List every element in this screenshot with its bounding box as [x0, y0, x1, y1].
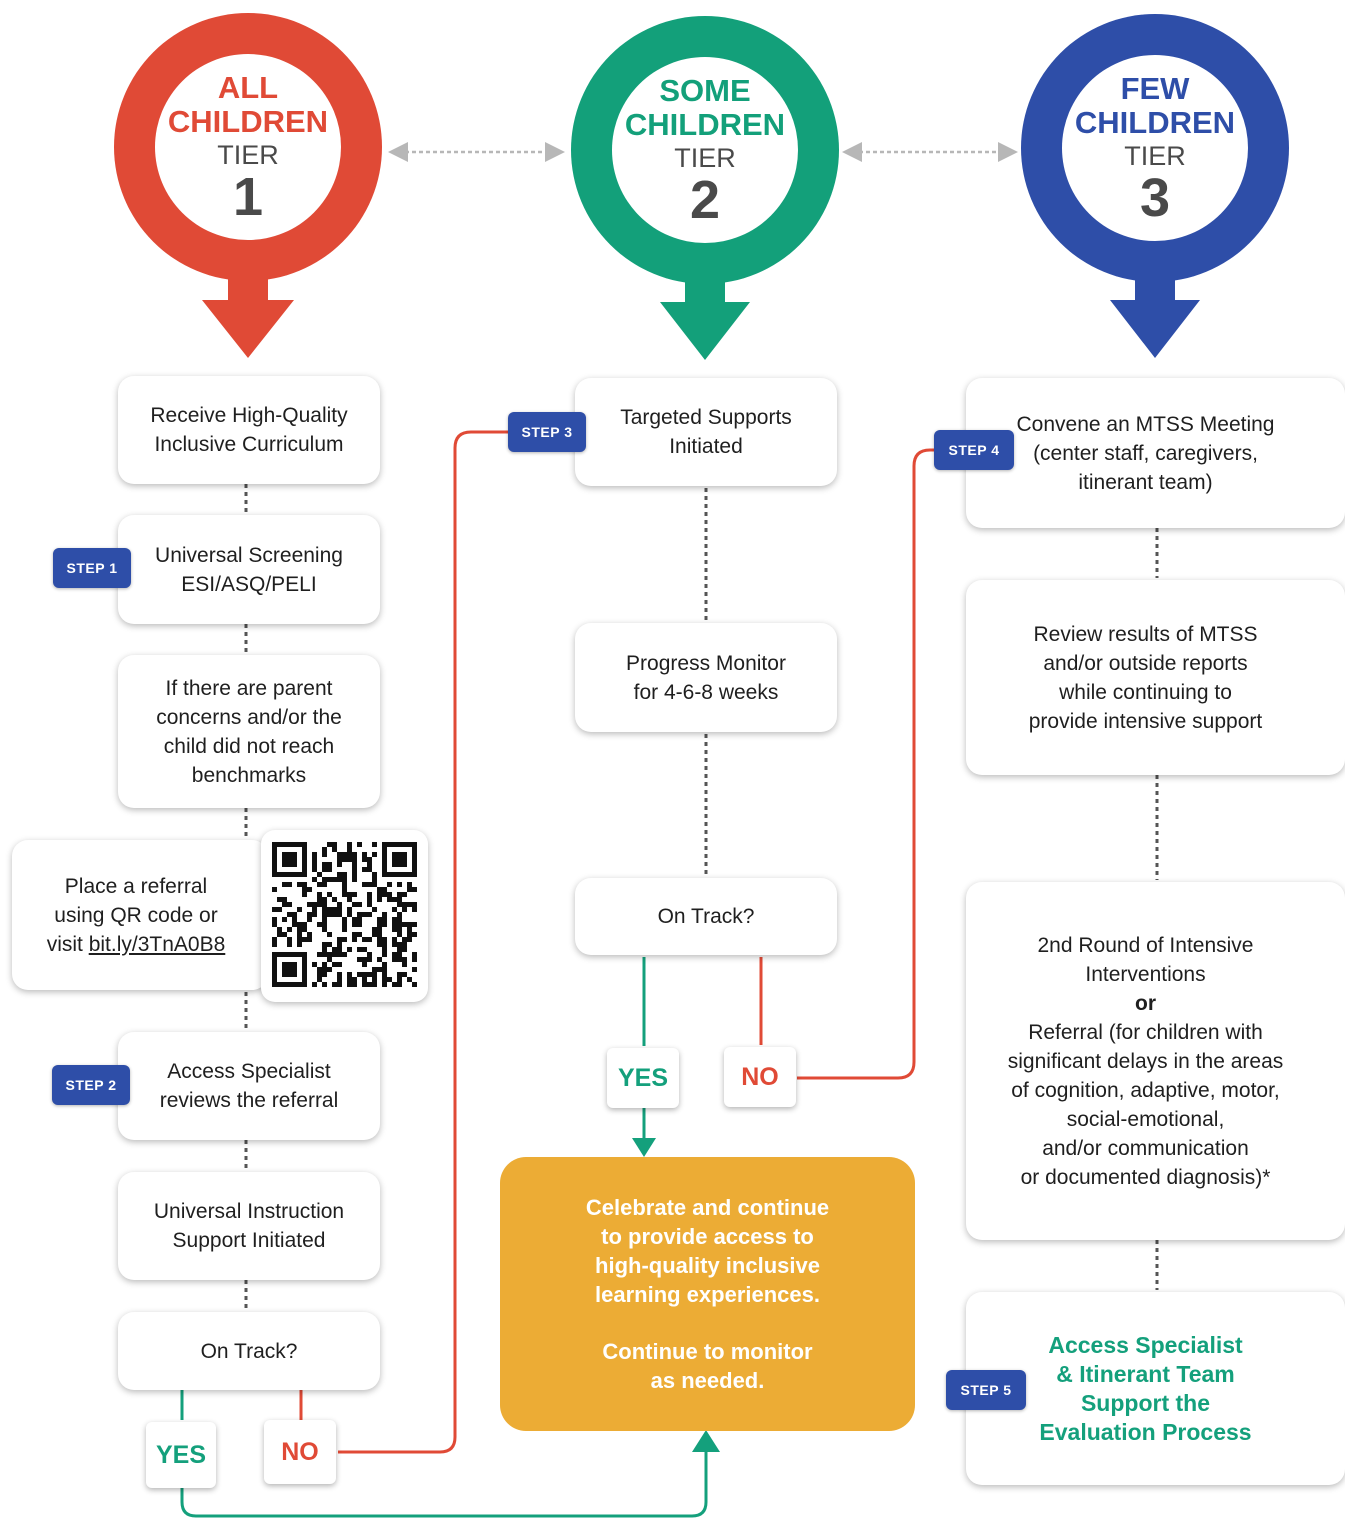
referral-box: Place a referral using QR code or visit …	[12, 840, 268, 990]
screening-line: ESI/ASQ/PELI	[181, 572, 317, 596]
instruction-line: Universal Instruction	[153, 1200, 345, 1223]
referral-detail-line: of cognition, adaptive, motor,	[1011, 1078, 1280, 1102]
tier1-number: 1	[232, 167, 264, 227]
targeted-line: Targeted Supports	[620, 406, 792, 429]
step1-badge: STEP 1	[53, 548, 131, 588]
step3-badge: STEP 3	[508, 412, 586, 452]
referral-link[interactable]: bit.ly/3TnA0B8	[88, 932, 226, 956]
tier2-number: 2	[689, 170, 721, 230]
referral-line: using QR code or	[54, 903, 218, 927]
tier1-on-track-box: On Track?	[118, 1312, 380, 1390]
review-line: Review results of MTSS	[1033, 622, 1258, 646]
tier2-badge: SOME CHILDREN TIER 2	[612, 57, 798, 243]
tier2-no-badge: NO	[724, 1047, 796, 1107]
tier2-line1: SOME	[659, 73, 751, 108]
curriculum-box: Receive High-Quality Inclusive Curriculu…	[118, 376, 380, 484]
targeted-line: Initiated	[669, 435, 743, 458]
tier3-line1: FEW	[1120, 71, 1190, 106]
celebrate-line: high-quality inclusive	[595, 1253, 820, 1278]
step5-badge: STEP 5	[946, 1370, 1026, 1410]
referral-visit-text: visit	[46, 932, 89, 956]
or-label: or	[1135, 991, 1156, 1015]
second-round-line: 2nd Round of Intensive	[1037, 933, 1254, 957]
screening-line: Universal Screening	[155, 543, 343, 567]
review-line: while continuing to	[1059, 680, 1232, 704]
monitor-line: for 4-6-8 weeks	[633, 680, 779, 704]
tier1-no-badge: NO	[264, 1420, 336, 1484]
tier1-badge: ALL CHILDREN TIER 1	[155, 54, 341, 240]
referral-detail-line: Referral (for children with	[1028, 1020, 1263, 1044]
evaluation-line: Access Specialist	[1048, 1331, 1243, 1358]
celebrate-box: Celebrate and continue to provide access…	[500, 1157, 915, 1431]
tier1-line1: ALL	[217, 70, 279, 105]
referral-visit-line: visit bit.ly/3TnA0B8	[47, 930, 226, 959]
concerns-line: concerns and/or the	[156, 705, 342, 729]
targeted-box: Targeted Supports Initiated	[575, 378, 837, 486]
monitor-note-line: as needed.	[650, 1368, 765, 1393]
on-track-label: On Track?	[657, 905, 755, 928]
celebrate-line: learning experiences.	[595, 1282, 820, 1307]
meeting-line: Convene an MTSS Meeting	[1016, 412, 1275, 436]
referral-detail-line: social-emotional,	[1066, 1107, 1225, 1131]
monitor-line: Progress Monitor	[626, 651, 786, 675]
meeting-line: itinerant team)	[1078, 470, 1213, 494]
instruction-box: Universal Instruction Support Initiated	[118, 1172, 380, 1280]
on-track-label: On Track?	[200, 1339, 298, 1363]
tier3-badge: FEW CHILDREN TIER 3	[1062, 55, 1248, 241]
evaluation-line: & Itinerant Team	[1056, 1360, 1235, 1387]
review-line: and/or outside reports	[1043, 651, 1248, 675]
curriculum-line: Receive High-Quality	[150, 404, 348, 427]
tier3-label: TIER	[1124, 141, 1186, 171]
tier2-yes-badge: YES	[607, 1048, 679, 1108]
referral-detail-line: and/or communication	[1042, 1136, 1249, 1160]
step2-badge: STEP 2	[52, 1065, 130, 1105]
instruction-line: Support Initiated	[172, 1229, 326, 1252]
screening-box: Universal Screening ESI/ASQ/PELI	[118, 515, 380, 624]
meeting-line: (center staff, caregivers,	[1033, 441, 1258, 465]
specialist-line: reviews the referral	[159, 1089, 339, 1112]
specialist-line: Access Specialist	[167, 1060, 331, 1083]
meeting-box: Convene an MTSS Meeting (center staff, c…	[966, 378, 1345, 528]
celebrate-line: to provide access to	[601, 1224, 814, 1249]
concerns-box: If there are parent concerns and/or the …	[118, 655, 380, 808]
curriculum-line: Inclusive Curriculum	[154, 433, 344, 456]
referral-line: Place a referral	[64, 874, 208, 898]
concerns-line: If there are parent	[165, 676, 333, 700]
second-round-box: 2nd Round of Intensive Interventions or …	[966, 882, 1345, 1240]
evaluation-line: Evaluation Process	[1039, 1418, 1252, 1445]
evaluation-line: Support the	[1080, 1389, 1211, 1416]
tier2-label: TIER	[674, 143, 736, 173]
evaluation-box: Access Specialist & Itinerant Team Suppo…	[966, 1292, 1345, 1485]
monitor-note-line: Continue to monitor	[602, 1339, 813, 1364]
second-round-line: Interventions	[1085, 962, 1206, 986]
specialist-box: Access Specialist reviews the referral	[118, 1032, 380, 1140]
tier3-line2: CHILDREN	[1074, 105, 1236, 140]
concerns-line: benchmarks	[191, 763, 307, 787]
tier2-on-track-box: On Track?	[575, 878, 837, 955]
step4-badge: STEP 4	[934, 430, 1014, 470]
tier2-line2: CHILDREN	[624, 107, 786, 142]
qr-code-card[interactable]	[261, 830, 428, 1002]
monitor-box: Progress Monitor for 4-6-8 weeks	[575, 623, 837, 732]
referral-detail-line: or documented diagnosis)*	[1020, 1165, 1271, 1189]
tier1-label: TIER	[217, 140, 279, 170]
celebrate-line: Celebrate and continue	[585, 1195, 830, 1220]
qr-code-icon	[272, 842, 417, 987]
tier1-yes-badge: YES	[146, 1422, 216, 1488]
review-box: Review results of MTSS and/or outside re…	[966, 580, 1345, 775]
referral-detail-line: significant delays in the areas	[1007, 1049, 1284, 1073]
review-line: provide intensive support	[1028, 709, 1263, 733]
concerns-line: child did not reach	[163, 734, 335, 758]
tier3-number: 3	[1139, 168, 1171, 228]
tier1-line2: CHILDREN	[167, 104, 329, 139]
